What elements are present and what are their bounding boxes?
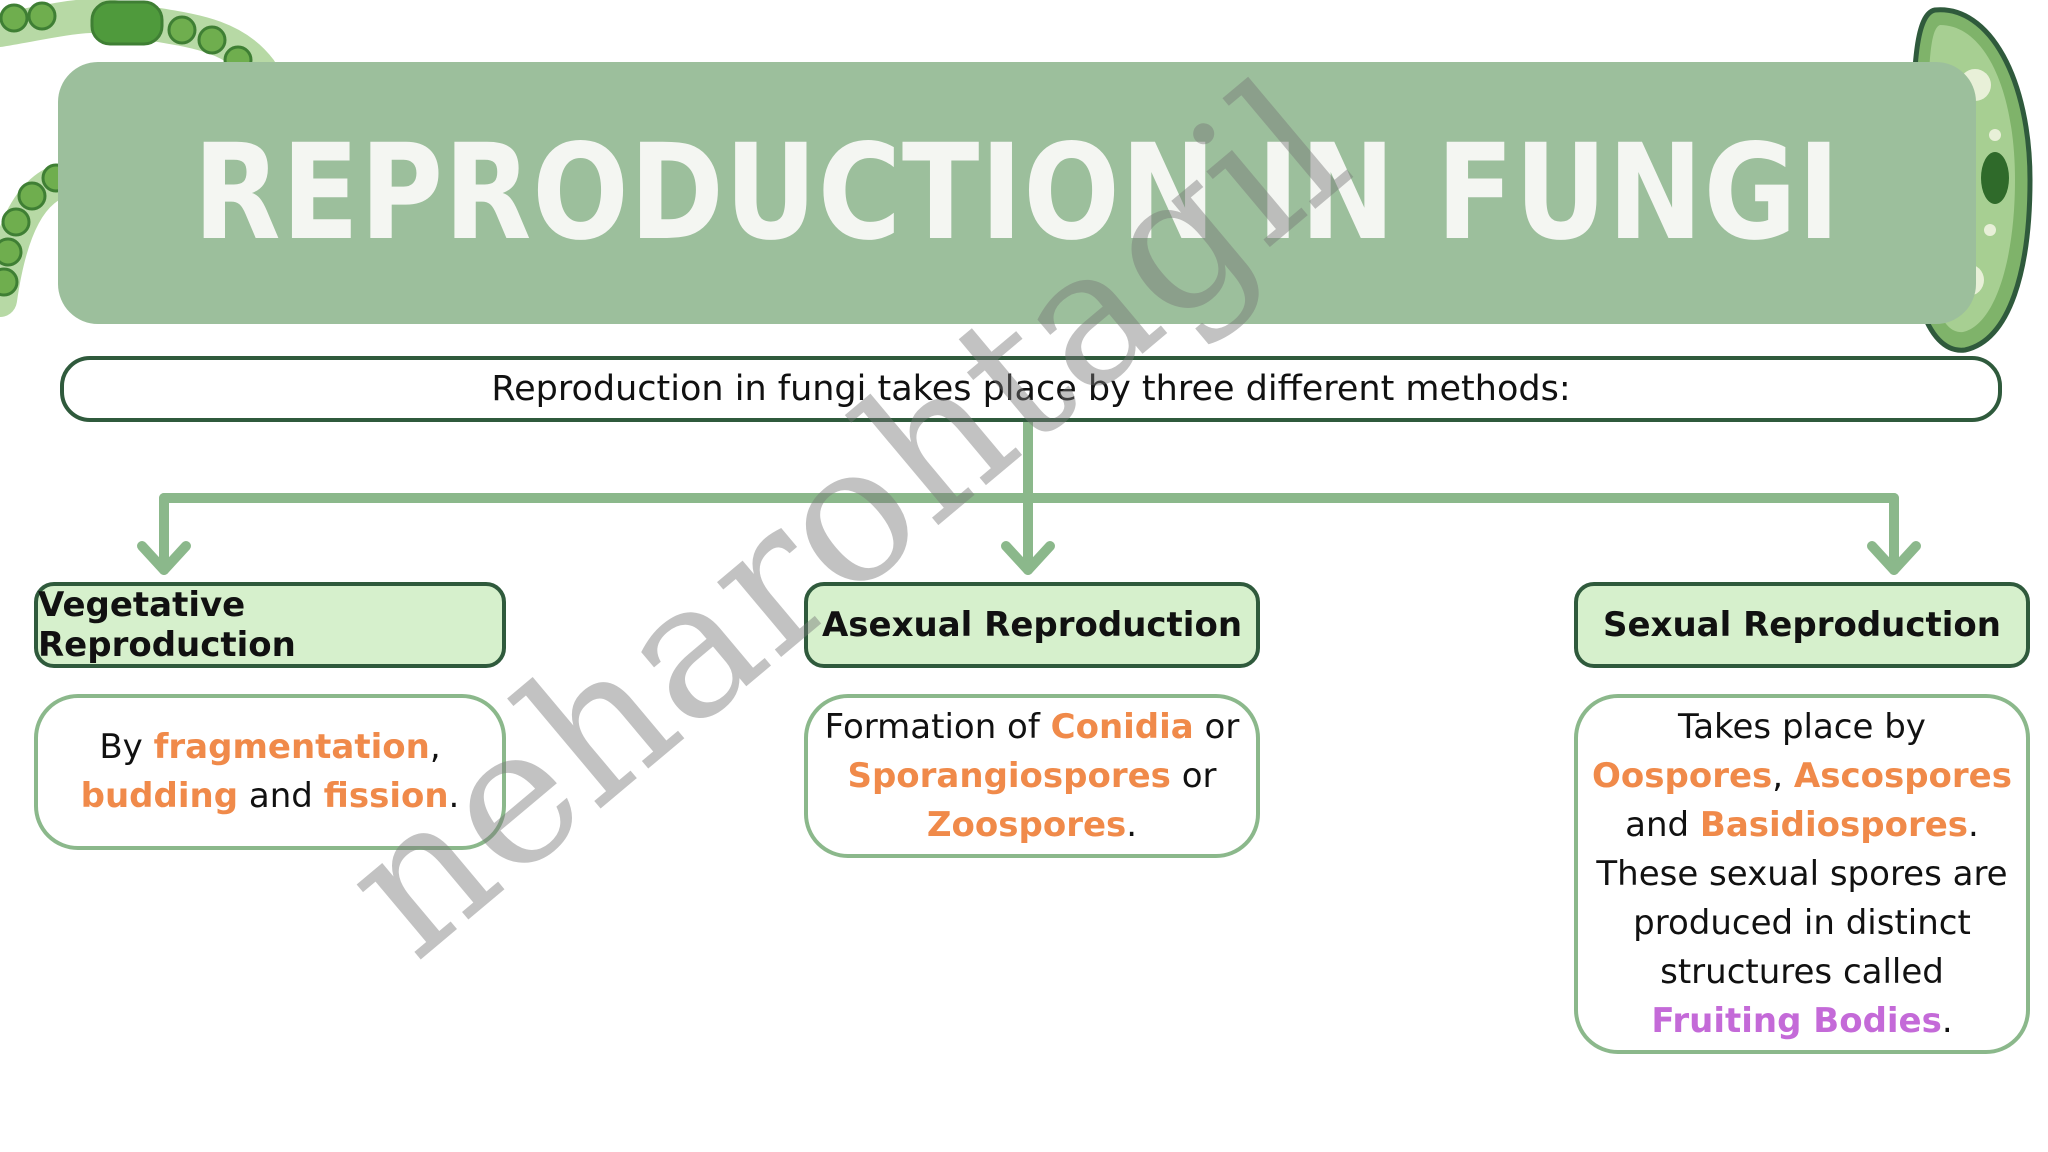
intro-statement: Reproduction in fungi takes place by thr…: [60, 356, 2002, 422]
desc-text: .: [448, 776, 460, 816]
method-desc-asexual: Formation of Conidia or Sporangiospores …: [804, 694, 1260, 858]
method-desc-vegetative: By fragmentation, budding and fission.: [34, 694, 506, 850]
term-conidia: Conidia: [1050, 706, 1194, 747]
term-budding: budding: [80, 776, 239, 816]
page-title: REPRODUCTION IN FUNGI: [193, 116, 1841, 270]
desc-text: ,: [1772, 755, 1794, 796]
desc-text: Takes place by: [1678, 706, 1926, 747]
term-fruiting-bodies: Fruiting Bodies: [1651, 1000, 1942, 1041]
term-sporangiospores: Sporangiospores: [847, 755, 1171, 796]
desc-text: . These sexual spores are produced in di…: [1596, 804, 2008, 992]
desc-text: .: [1941, 1000, 1953, 1041]
term-ascospores: Ascospores: [1793, 755, 2012, 796]
term-zoospores: Zoospores: [926, 804, 1127, 845]
desc-text: ,: [429, 727, 441, 767]
desc-text: and: [1625, 804, 1700, 845]
desc-text: By: [99, 727, 154, 767]
term-basidiospores: Basidiospores: [1699, 804, 1969, 845]
method-desc-sexual: Takes place by Oospores, Ascospores and …: [1574, 694, 2030, 1054]
desc-text: .: [1126, 804, 1138, 845]
term-oospores: Oospores: [1592, 755, 1773, 796]
desc-text: Formation of: [824, 706, 1051, 747]
method-title-asexual: Asexual Reproduction: [804, 582, 1260, 668]
title-banner: [58, 62, 1976, 324]
connector-lines: [137, 413, 1921, 575]
method-title-sexual: Sexual Reproduction: [1574, 582, 2030, 668]
desc-text: or: [1193, 706, 1240, 747]
method-title-vegetative: Vegetative Reproduction: [34, 582, 506, 668]
desc-text: and: [238, 776, 324, 816]
desc-text: or: [1170, 755, 1217, 796]
term-fission: fission: [323, 776, 449, 816]
term-fragmentation: fragmentation: [153, 727, 430, 767]
